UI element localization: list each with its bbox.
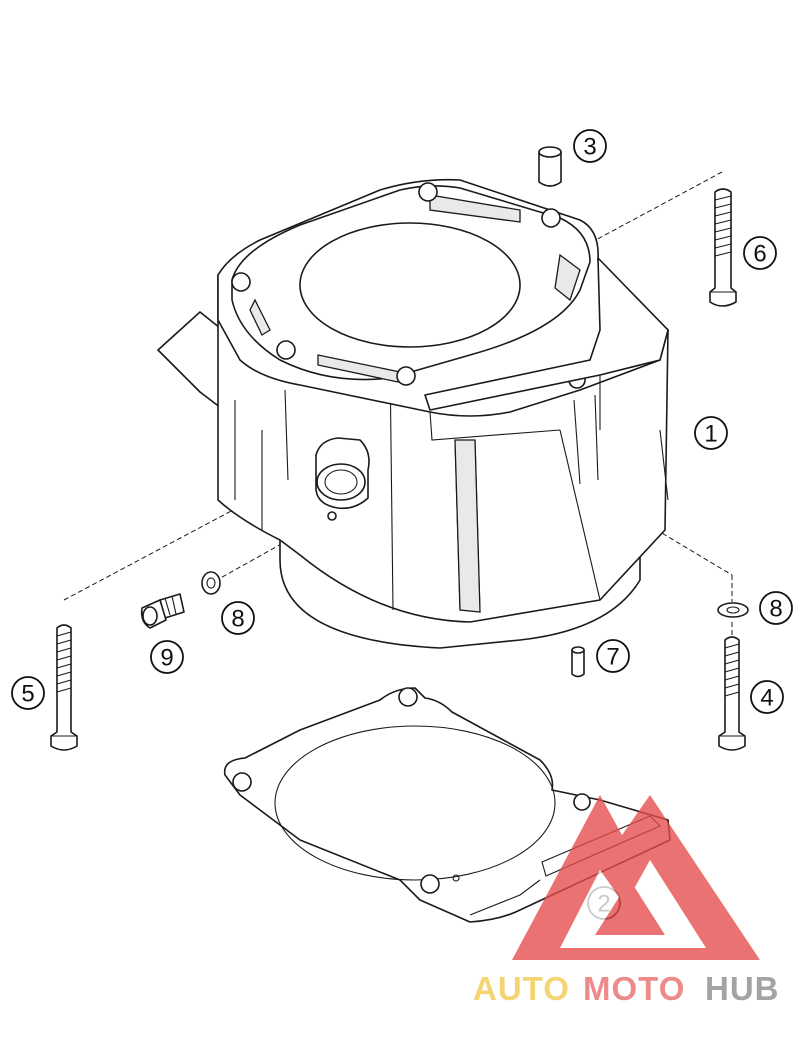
- cylinder: [157, 178, 669, 649]
- dowel-pin: [571, 646, 585, 678]
- callout-3: 3: [573, 129, 607, 163]
- watermark-logo-icon: [512, 795, 760, 960]
- callout-label: 1: [704, 421, 717, 448]
- watermark-text-moto: MOTO: [583, 970, 685, 1007]
- cylinder-gasket: [223, 687, 671, 923]
- callout-label: 6: [753, 241, 766, 268]
- watermark-text-hub: HUB: [705, 970, 780, 1007]
- callout-1: 1: [694, 416, 728, 450]
- stud-bolt-long: [709, 188, 737, 307]
- callout-4: 4: [750, 680, 784, 714]
- drain-screw: [140, 593, 185, 629]
- callout-label: 8: [231, 606, 244, 633]
- callout-7: 7: [596, 639, 630, 673]
- washer-left: [201, 571, 221, 595]
- callout-9: 9: [150, 640, 184, 674]
- callout-label: 7: [606, 644, 619, 671]
- callout-8-left: 8: [221, 601, 255, 635]
- callout-label: 9: [160, 645, 173, 672]
- callout-8-right: 8: [759, 591, 793, 625]
- callout-label: 4: [760, 685, 773, 712]
- stud-bolt-right: [718, 636, 746, 751]
- callout-label: 5: [21, 681, 34, 708]
- washer-right: [717, 602, 749, 618]
- callout-label: 8: [769, 596, 782, 623]
- callout-6: 6: [743, 236, 777, 270]
- callout-label: 3: [583, 134, 596, 161]
- stud-bolt-left: [50, 624, 78, 751]
- watermark-text-auto: AUTO: [473, 970, 570, 1007]
- callout-5: 5: [11, 676, 45, 710]
- dowel-sleeve: [538, 146, 562, 187]
- watermark: AUTO MOTO HUB: [473, 795, 780, 1007]
